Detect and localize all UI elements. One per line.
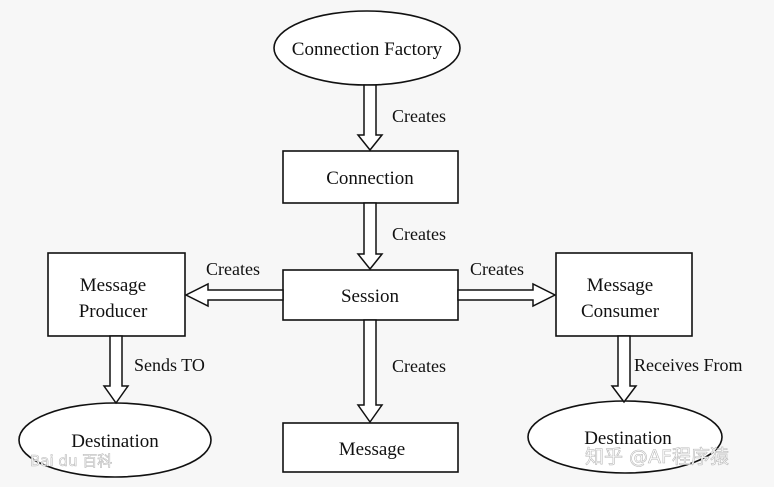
arrow-session-to-message [356, 319, 384, 424]
arrow-consumer-to-destination [610, 335, 638, 404]
node-connection: Connection [282, 150, 459, 204]
node-message-label: Message [339, 439, 405, 460]
node-destination-left: Destination [18, 402, 212, 478]
edge-label-factory-to-connection: Creates [392, 106, 446, 126]
edge-label-connection-to-session: Creates [392, 224, 446, 244]
edge-label-session-to-message: Creates [392, 356, 446, 376]
watermark-zhihu: 知乎 @AF程序猿 [585, 446, 729, 468]
edge-label-session-to-consumer: Creates [470, 259, 524, 279]
node-message-consumer: Message Consumer [555, 252, 693, 337]
node-destination-right: Destination [527, 400, 723, 474]
node-message-producer-line1: Message [80, 275, 146, 296]
node-destination-left-label: Destination [71, 431, 159, 452]
node-message-consumer-line1: Message [587, 275, 653, 296]
arrow-producer-to-destination [102, 335, 130, 405]
node-message: Message [282, 422, 459, 473]
node-message-producer: Message Producer [47, 252, 186, 337]
watermark-baidu: Bai du 百科 [30, 452, 112, 470]
node-connection-factory-label: Connection Factory [292, 39, 443, 60]
arrow-connection-to-session [356, 202, 384, 271]
node-session-label: Session [341, 286, 400, 307]
node-message-producer-line2: Producer [79, 301, 148, 322]
edge-label-consumer-to-destination: Receives From [634, 355, 742, 375]
node-message-consumer-line2: Consumer [581, 301, 660, 322]
edge-label-session-to-producer: Creates [206, 259, 260, 279]
node-destination-right-label: Destination [584, 428, 672, 449]
edge-label-producer-to-destination: Sends TO [134, 355, 205, 375]
node-connection-factory: Connection Factory [273, 10, 461, 86]
node-connection-label: Connection [326, 168, 414, 189]
arrow-session-to-producer [184, 282, 284, 308]
node-session: Session [282, 269, 459, 321]
arrow-factory-to-connection [356, 84, 384, 152]
arrow-session-to-consumer [457, 282, 557, 308]
